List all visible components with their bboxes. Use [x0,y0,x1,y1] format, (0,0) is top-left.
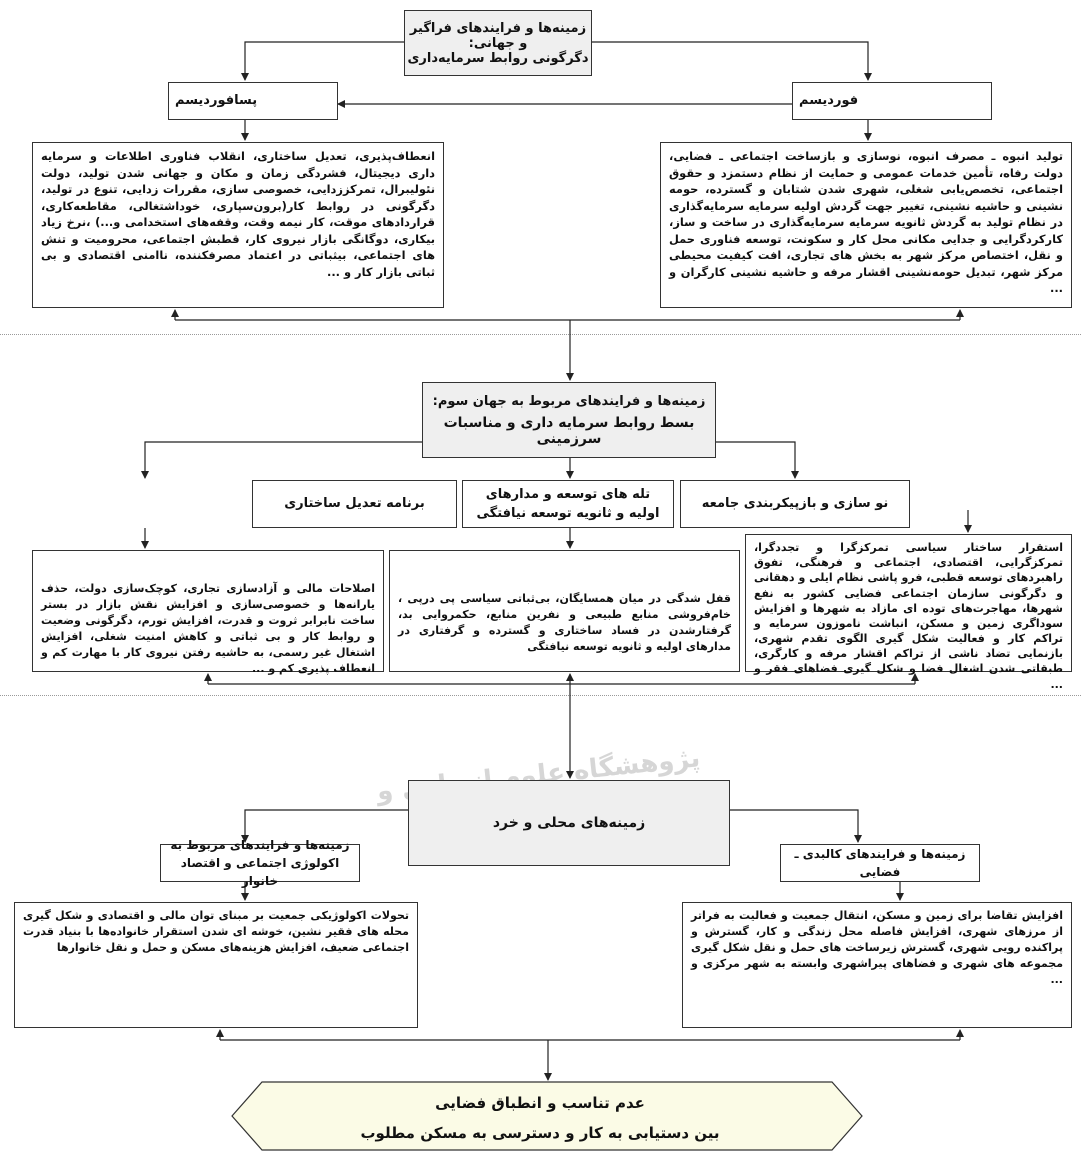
postfordism-text: انعطاف‌پذیری، تعدیل ساختاری، انقلاب فناو… [41,149,435,279]
modernization-description: استقرار ساختار سیاسی تمرکزگرا و تجددگرا،… [745,534,1072,691]
fordism-label-box: فوردیسم [792,82,992,120]
social-ecology-label-box: زمینه‌ها و فرایندهای مربوط به اکولوژی اج… [160,838,360,888]
local-micro-header-text: زمینه‌های محلی و خرد [492,815,646,831]
structural-adjustment-label-box: برنامه تعدیل ساختاری [252,480,457,528]
postfordism-label: پسافوردیسم [175,93,258,109]
fordism-label: فوردیسم [799,93,859,109]
development-traps-label-box: تله های توسعه و مدارهای اولیه و ثانویه ت… [462,480,674,528]
outcome-line1: عدم تناسب و انطباق فضایی [435,1094,645,1112]
third-world-header: زمینه‌ها و فرایندهای مربوط به جهان سوم: … [422,382,716,458]
social-ecology-text: تحولات اکولوژیکی جمعیت بر مبنای توان مال… [23,909,409,954]
global-header-line2: دگرگونی روابط سرمایه‌داری [407,50,589,66]
postfordism-label-box: پسافوردیسم [168,82,338,120]
structural-adjustment-label: برنامه تعدیل ساختاری [284,496,425,512]
local-micro-header: زمینه‌های محلی و خرد [408,780,730,866]
modernization-text: استقرار ساختار سیاسی تمرکزگرا و تجددگرا،… [754,541,1063,691]
third-world-header-line2: بسط روابط سرمایه داری و مناسبات سرزمینی [443,414,695,447]
global-header-line1: زمینه‌ها و فرایندهای فراگیر و جهانی: [409,20,587,51]
global-processes-header: زمینه‌ها و فرایندهای فراگیر و جهانی: دگر… [404,10,592,76]
structural-adjustment-text: اصلاحات مالی و آزادسازی تجاری، کوچک‌سازی… [41,582,375,675]
structural-adjustment-description: اصلاحات مالی و آزادسازی تجاری، کوچک‌سازی… [32,550,384,675]
modernization-label: نو سازی و بازپیکربندی جامعه [701,496,889,512]
fordism-text: تولید انبوه ـ مصرف انبوه، نوسازی و بازسا… [669,149,1063,296]
spatial-processes-label-box: زمینه‌ها و فرایندهای کالبدی ـ فضایی [780,844,980,882]
outcome-line2: بین دستیابی به کار و دسترسی به مسکن مطلو… [360,1124,720,1142]
spatial-processes-text: افزایش تقاضا برای زمین و مسکن، انتقال جم… [691,909,1063,986]
section-divider-bottom [0,695,1081,696]
spatial-processes-label: زمینه‌ها و فرایندهای کالبدی ـ فضایی [794,847,966,879]
fordism-description: تولید انبوه ـ مصرف انبوه، نوسازی و بازسا… [660,142,1072,308]
section-divider-top [0,334,1081,335]
outcome-text: عدم تناسب و انطباق فضایی بین دستیابی به … [230,1088,850,1148]
outcome-shape [231,1081,863,1151]
development-traps-description: قفل شدگی در میان همسایگان، بی‌ثباتی سیاس… [389,550,740,672]
spatial-processes-description: افزایش تقاضا برای زمین و مسکن، انتقال جم… [682,902,1072,1028]
social-ecology-label: زمینه‌ها و فرایندهای مربوط به اکولوژی اج… [170,838,350,888]
postfordism-description: انعطاف‌پذیری، تعدیل ساختاری، انقلاب فناو… [32,142,444,308]
third-world-header-line1: زمینه‌ها و فرایندهای مربوط به جهان سوم: [432,393,706,409]
development-traps-text: قفل شدگی در میان همسایگان، بی‌ثباتی سیاس… [398,592,731,653]
modernization-label-box: نو سازی و بازپیکربندی جامعه [680,480,910,528]
development-traps-label: تله های توسعه و مدارهای اولیه و ثانویه ت… [476,486,660,522]
social-ecology-description: تحولات اکولوژیکی جمعیت بر مبنای توان مال… [14,902,418,1028]
